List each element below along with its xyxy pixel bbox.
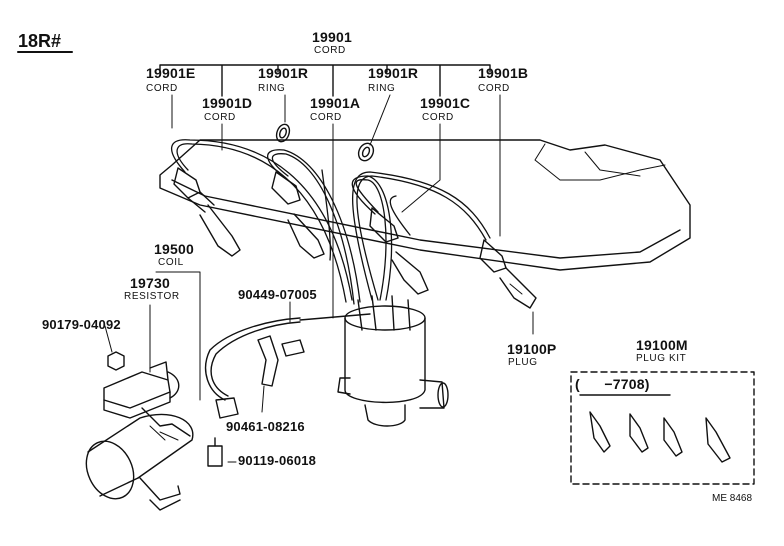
cord-b-part-name: CORD (478, 83, 510, 94)
cord-c-part-name: CORD (422, 112, 454, 123)
plug-part-name: PLUG (508, 357, 538, 368)
plug-part-number: 19100P (507, 341, 557, 357)
coil-assembly (85, 407, 223, 511)
plug-kit-part-name: PLUG KIT (636, 353, 687, 364)
cord-a-part-number: 19901A (310, 95, 361, 111)
resistor-part-number: 19730 (130, 275, 170, 291)
plug-kit-part-number: 19100M (636, 337, 688, 353)
coil-lead (204, 313, 371, 419)
resistor-part-name: RESISTOR (124, 291, 180, 302)
cord-b-part-number: 19901B (478, 65, 529, 81)
valve-cover (159, 139, 691, 271)
cord-part-name: CORD (314, 45, 346, 56)
cord-a-part-name: CORD (310, 112, 342, 123)
plug-kit-box (570, 371, 755, 485)
plug-kit-range: ( −7708) (575, 376, 650, 392)
cord-e-part-number: 19901E (146, 65, 196, 81)
plug-boots (173, 167, 537, 309)
ring-part-number-2: 19901R (368, 65, 419, 81)
ring-parts (275, 123, 375, 162)
ring-part-name-2: RING (368, 83, 396, 94)
plug-cords (170, 139, 491, 305)
cord-part-number: 19901 (312, 29, 352, 45)
cord-c-part-number: 19901C (420, 95, 471, 111)
bolt-part-number: 90119-06018 (238, 453, 317, 468)
bracket-part-number: 90449-07005 (238, 287, 317, 302)
resistor-assembly (103, 351, 180, 419)
ring-part-name: RING (258, 83, 286, 94)
model-code: 18R# (18, 31, 62, 51)
clamp-part-number: 90461-08216 (226, 419, 305, 434)
distributor (337, 295, 449, 427)
cord-e-part-name: CORD (146, 83, 178, 94)
ring-part-number: 19901R (258, 65, 309, 81)
coil-part-number: 19500 (154, 241, 194, 257)
nut-part-number: 90179-04092 (42, 317, 121, 332)
leader-lines (104, 94, 534, 463)
cord-d-part-number: 19901D (202, 95, 253, 111)
coil-part-name: COIL (158, 257, 184, 268)
diagram-reference: ME 8468 (712, 493, 753, 504)
cord-d-part-name: CORD (204, 112, 236, 123)
